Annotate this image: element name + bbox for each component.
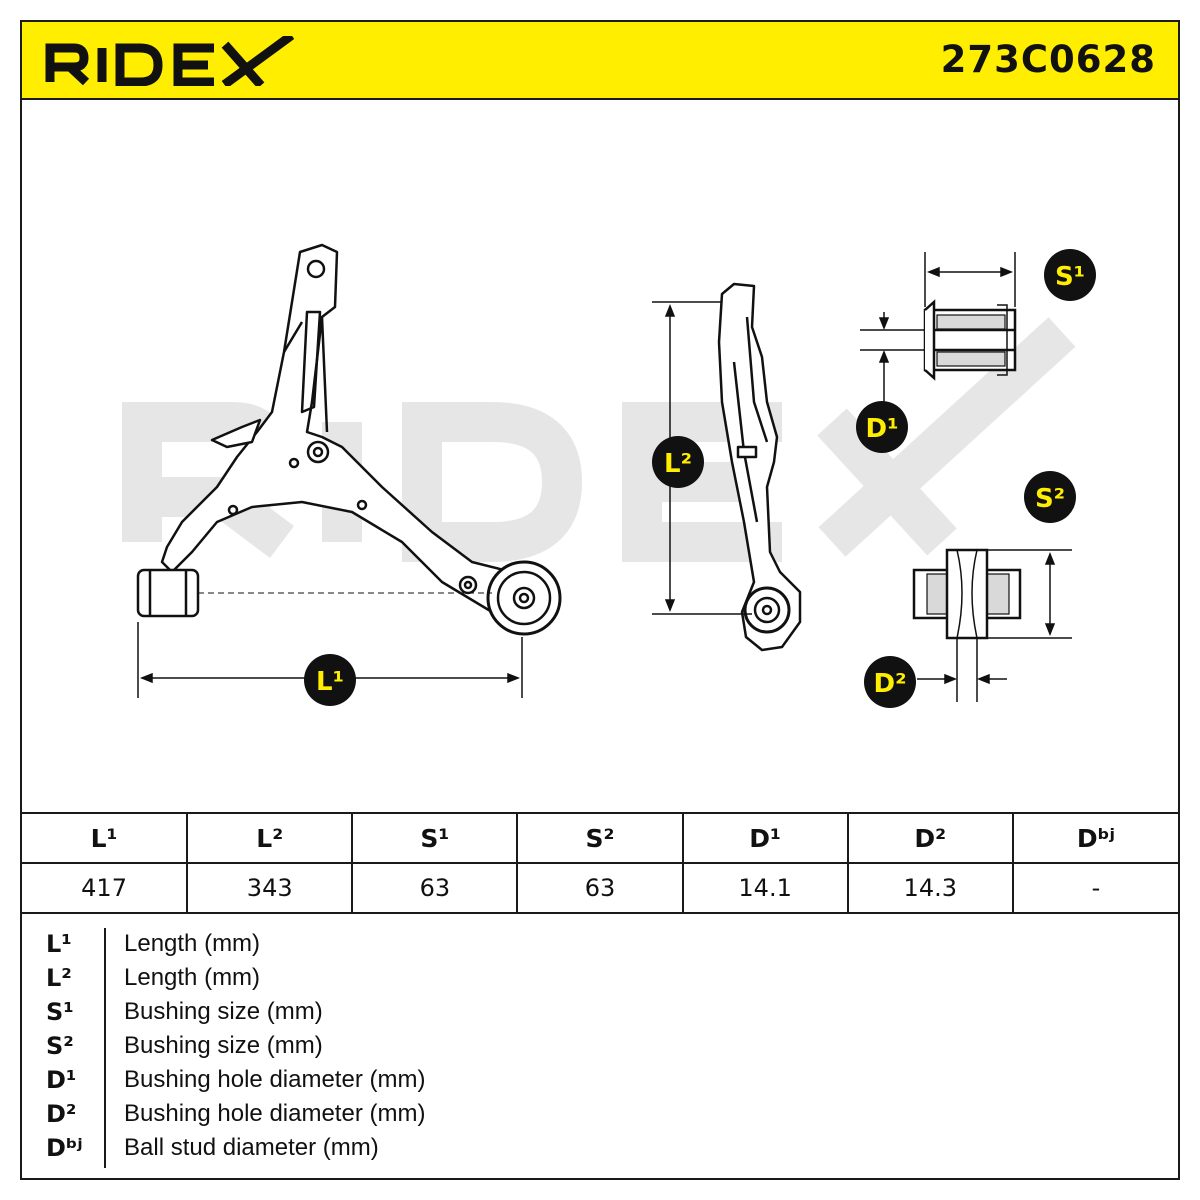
- technical-drawing: L¹ L² S¹ D¹ S² D²: [22, 102, 1178, 812]
- legend-symbol: D¹: [46, 1066, 77, 1094]
- legend-item: D² Bushing hole diameter (mm): [22, 1100, 1178, 1134]
- ridex-logo-icon: [45, 31, 295, 89]
- spec-header-s1: S¹: [351, 812, 519, 864]
- spec-table: L¹ L² S¹ S² D¹ D² Dᵇʲ 417 343 63 63 14.1…: [22, 812, 1178, 914]
- control-arm-side-view: [717, 282, 802, 652]
- legend-symbol: S¹: [46, 998, 74, 1026]
- legend-symbol: Dᵇʲ: [46, 1134, 83, 1162]
- legend-description: Length (mm): [124, 930, 261, 957]
- legend: L¹ Length (mm) L² Length (mm) S¹ Bushing…: [22, 914, 1178, 1180]
- callout-d2: D²: [864, 656, 916, 708]
- spec-value-l1: 417: [22, 862, 189, 914]
- callout-l1: L¹: [304, 654, 356, 706]
- bushing-1-drawing: [923, 299, 1017, 381]
- svg-text:L¹: L¹: [316, 667, 344, 697]
- spec-value-s1: 63: [351, 862, 519, 914]
- legend-item: D¹ Bushing hole diameter (mm): [22, 1066, 1178, 1100]
- brand-logo: [44, 31, 295, 90]
- legend-symbol: L²: [46, 964, 72, 992]
- legend-description: Bushing size (mm): [124, 998, 323, 1025]
- spec-value-dbj: -: [1011, 862, 1178, 914]
- spec-header-d1: D¹: [681, 812, 849, 864]
- drawing-canvas: L¹ L² S¹ D¹ S² D²: [122, 243, 1096, 708]
- spec-value-l2: 343: [186, 862, 354, 914]
- control-arm-front-view: [136, 243, 562, 636]
- spec-header-l1: L¹: [22, 812, 189, 864]
- part-number: 273C0628: [940, 38, 1156, 81]
- spec-value-d1: 14.1: [681, 862, 849, 914]
- legend-item: S¹ Bushing size (mm): [22, 998, 1178, 1032]
- svg-text:D¹: D¹: [866, 414, 899, 444]
- legend-item: L² Length (mm): [22, 964, 1178, 998]
- legend-description: Ball stud diameter (mm): [124, 1134, 379, 1161]
- callout-d1: D¹: [856, 401, 908, 453]
- legend-symbol: D²: [46, 1100, 77, 1128]
- spec-value-s2: 63: [516, 862, 684, 914]
- callout-s1: S¹: [1044, 249, 1096, 301]
- callout-s2: S²: [1024, 471, 1076, 523]
- legend-divider: [104, 928, 106, 1168]
- legend-description: Bushing size (mm): [124, 1032, 323, 1059]
- spec-header-d2: D²: [846, 812, 1014, 864]
- legend-description: Bushing hole diameter (mm): [124, 1100, 426, 1127]
- svg-text:S²: S²: [1035, 484, 1065, 514]
- legend-item: S² Bushing size (mm): [22, 1032, 1178, 1066]
- spec-header-dbj: Dᵇʲ: [1011, 812, 1178, 864]
- legend-item: Dᵇʲ Ball stud diameter (mm): [22, 1134, 1178, 1168]
- s1-dimension: [924, 252, 1016, 307]
- s2-dimension: [987, 549, 1072, 639]
- svg-text:D²: D²: [874, 669, 907, 699]
- legend-symbol: S²: [46, 1032, 74, 1060]
- spec-value-d2: 14.3: [846, 862, 1014, 914]
- callout-l2: L²: [652, 436, 704, 488]
- spec-header-s2: S²: [516, 812, 684, 864]
- spec-header-row: L¹ L² S¹ S² D¹ D² Dᵇʲ: [22, 812, 1178, 864]
- product-sheet-frame: 273C0628: [20, 20, 1180, 1180]
- legend-symbol: L¹: [46, 930, 72, 958]
- svg-text:L²: L²: [664, 449, 692, 479]
- bushing-2-drawing: [912, 548, 1022, 640]
- legend-description: Length (mm): [124, 964, 261, 991]
- svg-text:S¹: S¹: [1055, 262, 1085, 292]
- header-bar: 273C0628: [22, 22, 1178, 100]
- d2-dimension: [917, 638, 1007, 702]
- d1-dimension: [860, 312, 925, 402]
- legend-item: L¹ Length (mm): [22, 930, 1178, 964]
- spec-header-l2: L²: [186, 812, 354, 864]
- legend-description: Bushing hole diameter (mm): [124, 1066, 426, 1093]
- spec-value-row: 417 343 63 63 14.1 14.3 -: [22, 862, 1178, 914]
